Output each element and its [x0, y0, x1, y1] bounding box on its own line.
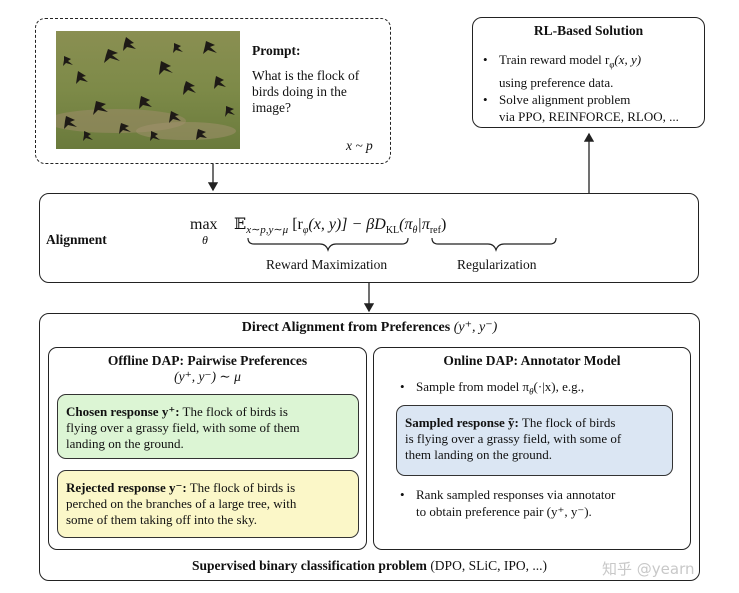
prompt-distribution: x ~ p [346, 138, 373, 153]
chosen-text-3: landing on the ground. [66, 436, 184, 451]
online-bullet-1-text: Sample from model π [416, 379, 530, 394]
online-bullet-1: • Sample from model πθ(·|x), e.g., [400, 379, 585, 397]
chosen-text-1: The flock of birds is [179, 404, 288, 419]
expectation-subscript: x∼p,y∼μ [246, 224, 289, 237]
dap-footer-rest: (DPO, SLiC, IPO, ...) [426, 558, 547, 573]
dap-title: Direct Alignment from Preferences (y⁺, y… [40, 319, 699, 336]
reward-open: [r [292, 216, 303, 233]
alignment-objective: max θ 𝔼x∼p,y∼μ [rφ(x, y)] − βDKL(πθ|πref… [190, 214, 447, 247]
dap-title-text: Direct Alignment from Preferences [241, 320, 451, 335]
chosen-label: Chosen response y⁺: [66, 404, 180, 419]
regularization-label: Regularization [457, 257, 537, 272]
online-dap-box: Online DAP: Annotator Model • Sample fro… [373, 347, 691, 550]
reward-phi: φ [302, 225, 309, 237]
dkl-sub: KL [385, 225, 400, 237]
sampled-label: Sampled response ỹ: [405, 415, 519, 430]
online-bullet-1-tail: (·|x), e.g., [533, 379, 585, 394]
rl-item-1: • Train reward model rφ(x, y) using pref… [483, 52, 642, 90]
chosen-text-2: flying over a grassy field, with some of… [66, 420, 300, 435]
expectation-symbol: 𝔼 [234, 214, 247, 233]
offline-subtitle: (y⁺, y⁻) ∼ μ [174, 369, 241, 384]
online-title: Online DAP: Annotator Model [443, 353, 621, 368]
dap-footer: Supervised binary classification problem… [40, 557, 699, 574]
watermark: 知乎 @yearn [602, 560, 695, 578]
minus-beta: − β [351, 216, 375, 233]
rl-item-1-line2: using preference data. [499, 74, 614, 90]
rl-item-1-line1: Train reward model r [499, 52, 610, 67]
max-operator: max [190, 216, 218, 233]
prompt-text-line-1: What is the flock of [252, 68, 360, 83]
reward-tail: (x, y)] [308, 216, 348, 233]
birds-photo [56, 31, 240, 149]
dkl-args: (π [399, 216, 413, 233]
alignment-box: Alignment max θ 𝔼x∼p,y∼μ [rφ(x, y)] − βD… [39, 193, 699, 283]
online-bullet-1-sub: θ [529, 386, 534, 397]
rejected-text-2: perched on the branches of a large tree,… [66, 496, 297, 511]
underbraces [247, 237, 557, 252]
reward-maximization-label: Reward Maximization [266, 257, 388, 272]
alignment-label: Alignment [46, 232, 107, 247]
rejected-response-box: Rejected response y⁻: The flock of birds… [57, 470, 359, 538]
rl-item-1-tail: (x, y) [614, 52, 642, 67]
dap-title-pair: (y⁺, y⁻) [453, 320, 498, 335]
sampled-text-3: them landing on the ground. [405, 447, 552, 462]
prompt-title: Prompt: [252, 43, 301, 58]
sampled-text-2: is flying over a grassy field, with some… [405, 431, 622, 446]
dkl-close: ) [440, 216, 447, 233]
rl-item-2-line1: Solve alignment problem [499, 92, 631, 107]
chosen-response-box: Chosen response y⁺: The flock of birds i… [57, 394, 359, 459]
reward-brace [247, 237, 409, 252]
dkl-ref: ref [429, 225, 441, 237]
prompt-text-line-3: image? [252, 100, 291, 115]
dap-footer-bold: Supervised binary classification problem [192, 558, 427, 573]
max-theta: θ [202, 233, 208, 247]
offline-dap-box: Offline DAP: Pairwise Preferences (y⁺, y… [48, 347, 367, 550]
rejected-text-3: some of them taking off into the sky. [66, 512, 258, 527]
dkl-d: D [374, 216, 386, 233]
sampled-text-1: The flock of birds [518, 415, 616, 430]
dap-box: Direct Alignment from Preferences (y⁺, y… [39, 313, 700, 581]
online-bullet-2-line1: Rank sampled responses via annotator [416, 487, 616, 502]
rl-item-1-sub: φ [609, 59, 615, 70]
rejected-text-1: The flock of birds is [186, 480, 296, 495]
rl-solution-box: RL-Based Solution • Train reward model r… [472, 17, 705, 128]
dkl-mid: |π [417, 216, 430, 233]
regularization-brace [431, 237, 557, 252]
sampled-response-box: Sampled response ỹ: The flock of birds i… [396, 405, 673, 476]
online-bullet-2: • Rank sampled responses via annotator t… [400, 487, 616, 519]
online-bullet-2-line2: to obtain preference pair (y⁺, y⁻). [416, 504, 592, 519]
rl-item-2: • Solve alignment problem via PPO, REINF… [483, 92, 679, 124]
dkl-theta: θ [412, 225, 418, 237]
rejected-label: Rejected response y⁻: [66, 480, 187, 495]
rl-item-2-line2: via PPO, REINFORCE, RLOO, ... [499, 109, 679, 124]
prompt-box: Prompt: What is the flock of birds doing… [35, 18, 391, 164]
prompt-text-line-2: birds doing in the [252, 84, 347, 99]
rl-title: RL-Based Solution [533, 23, 644, 38]
offline-title: Offline DAP: Pairwise Preferences [107, 353, 308, 368]
